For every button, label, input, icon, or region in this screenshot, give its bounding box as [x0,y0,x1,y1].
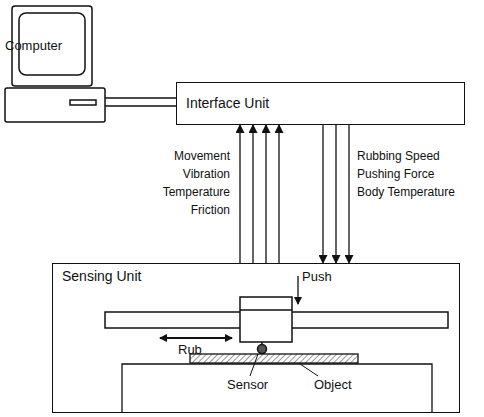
signal-label: Rubbing Speed [357,149,440,163]
leader-line [300,364,318,376]
rubbing-mechanism [105,297,448,354]
connector [240,125,241,263]
node-label: Interface Unit [186,95,269,112]
push-label: Push [302,270,332,284]
rub-label: Rub [178,343,202,357]
push-arrow [297,276,298,304]
leader-line [250,354,258,376]
computer-drawing [5,6,105,122]
sensor-label: Sensor [227,378,268,392]
node-label: Computer [5,38,62,54]
connector [349,125,350,263]
computer-box: Computer [5,6,105,122]
object-and-stage [122,354,432,412]
signal-label: Temperature [163,185,230,199]
node-label: Sensing Unit [62,268,141,285]
signal-label: Movement [174,149,230,163]
connector [266,125,267,263]
connector [105,98,176,106]
object-label: Object [314,378,352,392]
interface-box: Interface Unit [176,82,465,125]
signal-label: Friction [191,203,230,217]
connector [279,125,280,263]
connector [336,125,337,263]
signal-label: Pushing Force [357,167,434,181]
connector [253,125,254,263]
connector [323,125,324,263]
signal-label: Vibration [183,167,230,181]
rub-arrow [160,337,232,339]
signal-label: Body Temperature [357,185,455,199]
